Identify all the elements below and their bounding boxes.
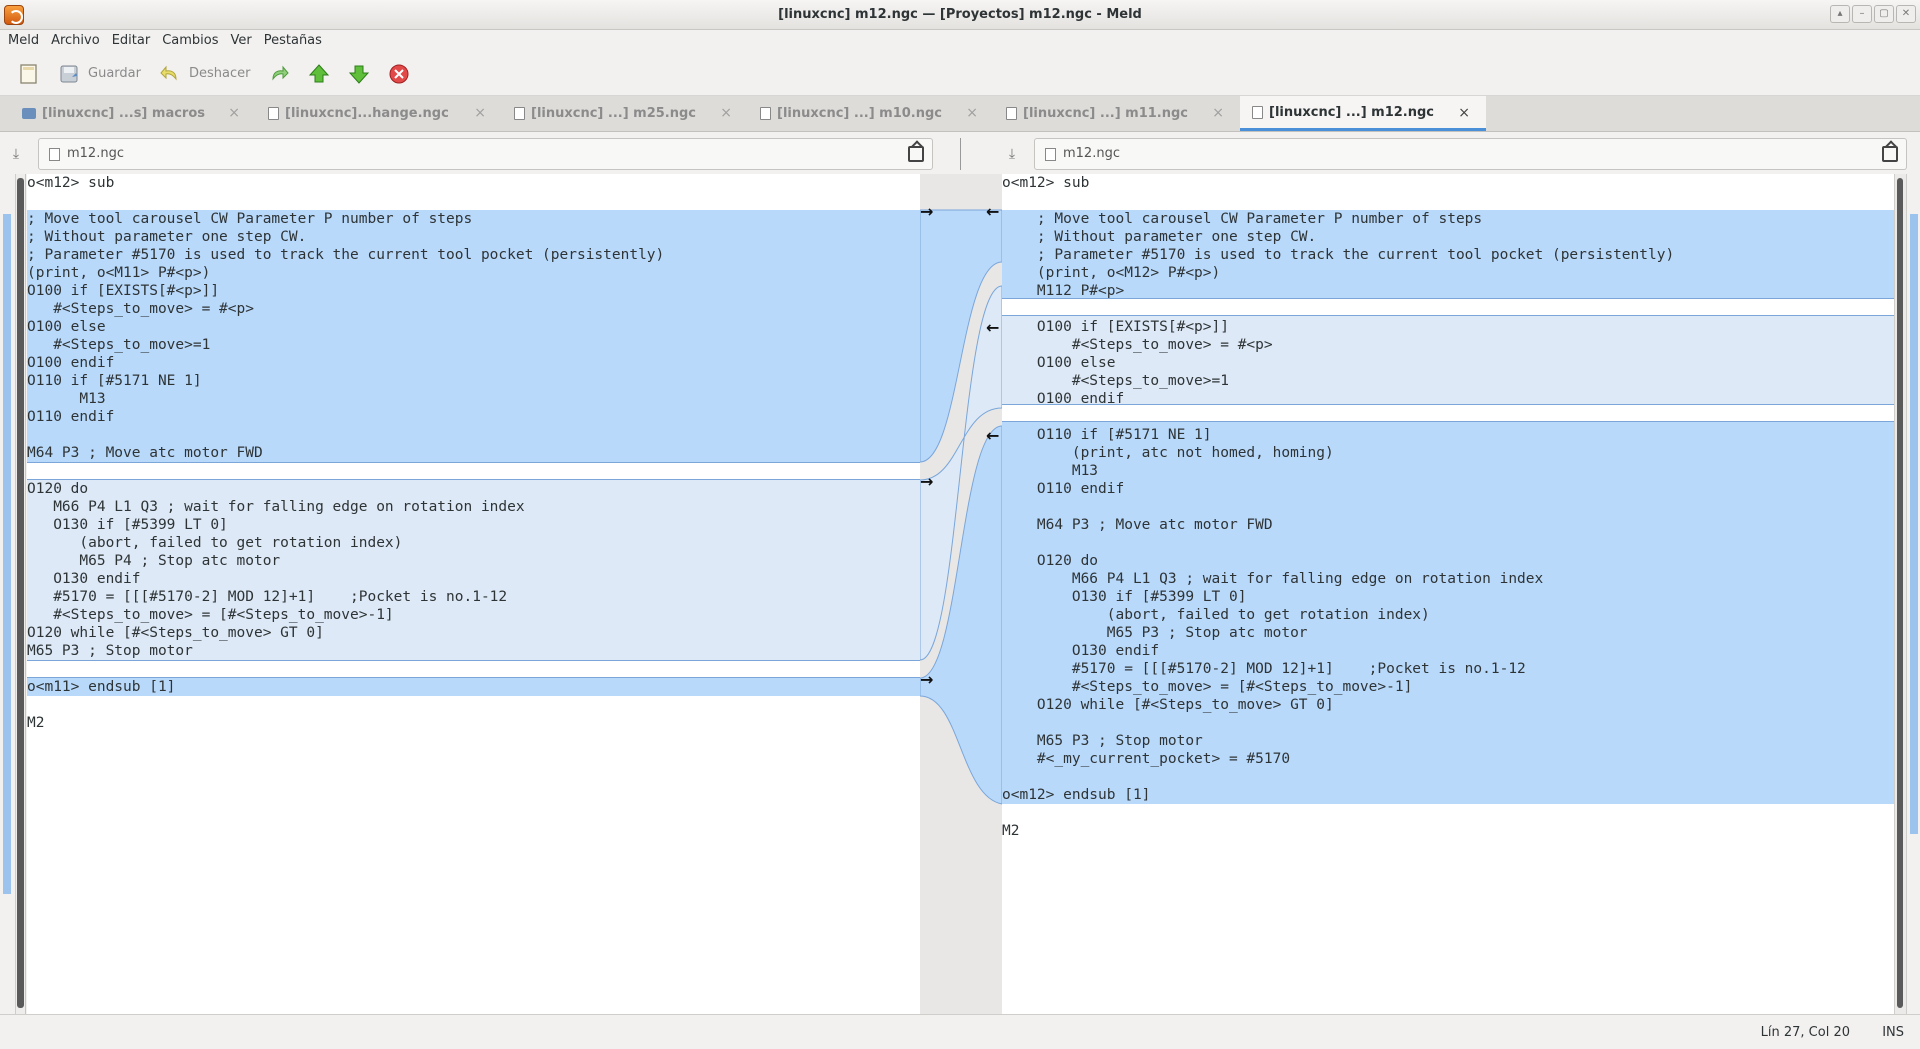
tab-m11-ngc[interactable]: [linuxcnc] ...] m11.ngc × [994,96,1240,131]
status-bar: Lín 27, Col 20 INS [0,1014,1920,1049]
right-editor[interactable]: o<m12> sub ; Move tool carousel CW Param… [1002,174,1894,1014]
save-icon [58,63,80,85]
left-editor[interactable]: o<m12> sub ; Move tool carousel CW Param… [27,174,920,1014]
document-icon [1252,105,1263,119]
document-icon [514,107,525,120]
save-file-icon[interactable]: ⤓ [12,146,20,162]
tab-label: [linuxcnc] ...s] macros [42,106,206,121]
right-code-text[interactable]: o<m12> sub ; Move tool carousel CW Param… [1002,175,1675,839]
title-bar: [linuxcnc] m12.ngc — [Proyectos] m12.ngc… [0,0,1920,30]
up-icon[interactable]: ▴ [1830,5,1850,23]
tab-m12-ngc[interactable]: [linuxcnc] ...] m12.ngc × [1240,96,1486,131]
menu-editar[interactable]: Editar [111,33,151,48]
tab-bar: [linuxcnc] ...s] macros × [linuxcnc]...h… [0,96,1920,132]
tab-m25-ngc[interactable]: [linuxcnc] ...] m25.ngc × [502,96,748,131]
document-icon [1006,107,1017,120]
previous-change-icon [308,63,330,85]
open-file-icon[interactable] [1882,146,1898,162]
stop-icon [388,63,410,85]
document-icon [760,107,771,120]
right-file-bar: ⤓ m12.ngc [996,134,1920,174]
close-icon[interactable]: × [966,105,978,121]
left-diff-overview[interactable] [0,174,16,1014]
left-code-text[interactable]: o<m12> sub ; Move tool carousel CW Param… [27,175,665,731]
tab-label: [linuxcnc] ...] m12.ngc [1269,104,1435,120]
menu-ver[interactable]: Ver [230,33,252,48]
maximize-icon[interactable]: ▢ [1874,5,1894,23]
save-file-icon[interactable]: ⤓ [1008,146,1016,162]
left-file-name: m12.ngc [67,146,124,161]
cursor-position: Lín 27, Col 20 [1760,1025,1850,1040]
new-comparison-button[interactable] [12,57,46,91]
window-title: [linuxcnc] m12.ngc — [Proyectos] m12.ngc… [778,7,1142,22]
push-right-arrow-icon[interactable]: → [920,202,934,221]
toolbar: Guardar Deshacer [0,52,1920,96]
next-change-icon [348,63,370,85]
next-change-button[interactable] [342,57,376,91]
close-icon[interactable]: × [228,105,240,121]
right-file-name: m12.ngc [1063,146,1120,161]
right-scrollbar[interactable] [1894,174,1906,1014]
tab-hange-ngc[interactable]: [linuxcnc]...hange.ngc × [256,96,502,131]
document-icon [49,148,60,161]
insert-mode: INS [1882,1025,1904,1040]
folder-icon [22,108,36,119]
tab-label: [linuxcnc] ...] m11.ngc [1023,106,1189,121]
undo-label: Deshacer [188,66,251,81]
tab-macros[interactable]: [linuxcnc] ...s] macros × [10,96,256,131]
right-file-entry[interactable]: m12.ngc [1034,138,1907,170]
push-right-arrow-icon[interactable]: → [920,472,934,491]
tab-label: [linuxcnc] ...] m10.ngc [777,106,943,121]
document-icon [268,107,279,120]
diff-link-map[interactable]: → ← ← → ← → [920,174,1002,1014]
menu-bar: Meld Archivo Editar Cambios Ver Pestañas [0,30,1920,52]
close-icon[interactable]: ✕ [1896,5,1916,23]
save-label: Guardar [88,66,141,81]
push-left-arrow-icon[interactable]: ← [986,318,1000,337]
tab-m10-ngc[interactable]: [linuxcnc] ...] m10.ngc × [748,96,994,131]
file-bar-divider [960,138,961,170]
redo-icon [268,63,290,85]
document-icon [1045,148,1056,161]
previous-change-button[interactable] [302,57,336,91]
menu-pestanas[interactable]: Pestañas [263,33,322,48]
push-left-arrow-icon[interactable]: ← [986,426,1000,445]
redo-button[interactable] [262,57,296,91]
left-file-bar: ⤓ m12.ngc [0,134,940,174]
left-scrollbar[interactable] [16,174,26,1014]
open-file-icon[interactable] [908,146,924,162]
push-right-arrow-icon[interactable]: → [920,670,934,689]
undo-icon [159,63,181,85]
left-file-entry[interactable]: m12.ngc [38,138,933,170]
menu-archivo[interactable]: Archivo [51,33,100,48]
undo-button[interactable]: Deshacer [153,57,256,91]
tab-label: [linuxcnc]...hange.ngc [285,106,449,121]
menu-cambios[interactable]: Cambios [162,33,219,48]
push-left-arrow-icon[interactable]: ← [986,202,1000,221]
window-controls: ▴ – ▢ ✕ [1830,5,1916,23]
right-diff-overview[interactable] [1906,174,1920,1014]
new-comparison-icon [18,63,40,85]
close-icon[interactable]: × [1212,105,1224,121]
meld-app-icon[interactable] [4,5,24,25]
save-button[interactable]: Guardar [52,57,147,91]
stop-button[interactable] [382,57,416,91]
minimize-icon[interactable]: – [1852,5,1872,23]
close-icon[interactable]: × [1458,105,1470,121]
menu-meld[interactable]: Meld [8,33,40,48]
diff-connectors [920,209,1002,805]
tab-label: [linuxcnc] ...] m25.ngc [531,106,697,121]
close-icon[interactable]: × [474,105,486,121]
close-icon[interactable]: × [720,105,732,121]
